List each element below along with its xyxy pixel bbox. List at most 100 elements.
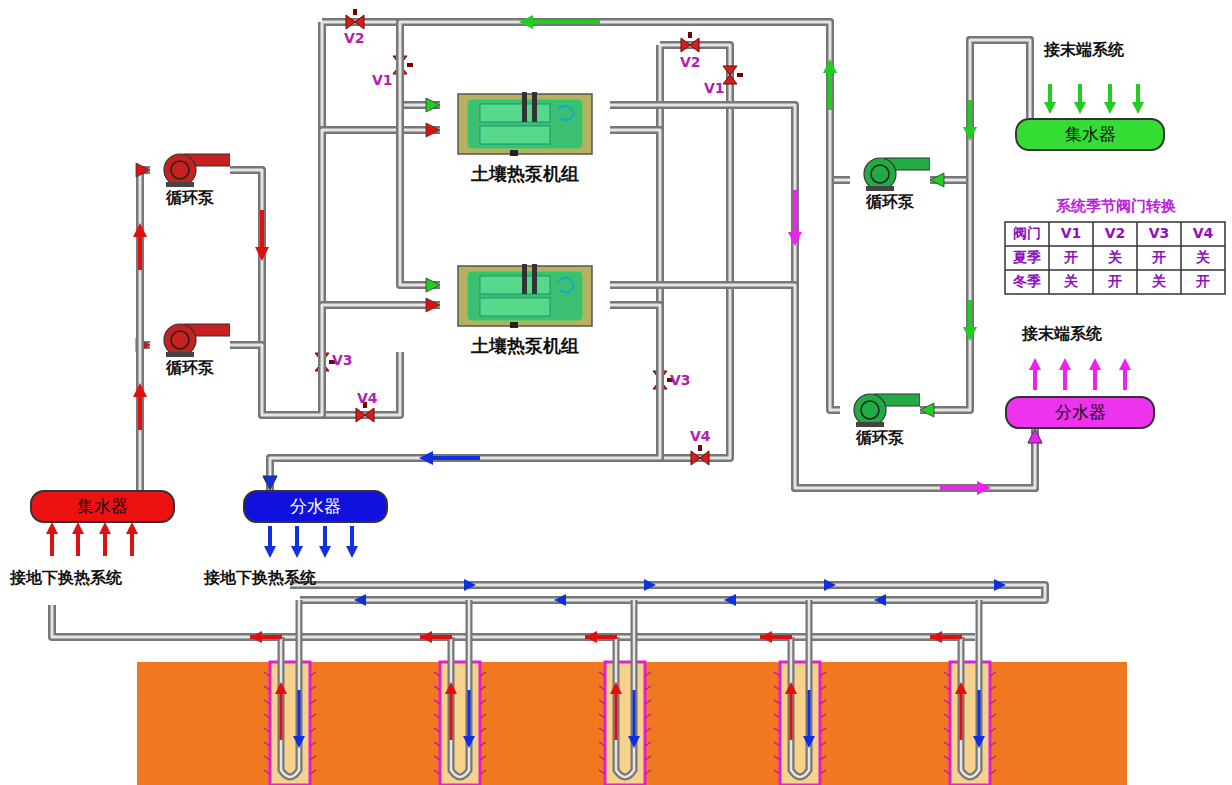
table-cell: 开 — [1064, 249, 1078, 267]
flow-arrow — [930, 631, 942, 643]
flow-line — [774, 700, 780, 704]
table-cell: 开 — [1196, 273, 1210, 291]
flow-line — [310, 700, 316, 704]
pump-symbol — [150, 148, 230, 188]
flow-arrow — [760, 631, 772, 643]
manifold-label: 集水器 — [1065, 123, 1116, 146]
flow-line — [774, 742, 780, 746]
flow-line — [480, 714, 486, 718]
flow-line — [978, 690, 981, 740]
pump-symbol — [850, 152, 930, 192]
terminal-label: 接末端系统 — [1022, 324, 1102, 345]
flow-line — [820, 756, 826, 760]
flow-line — [944, 770, 950, 774]
flow-line — [633, 690, 636, 740]
flow-line — [645, 756, 651, 760]
flow-line — [310, 672, 316, 676]
flow-arrow — [293, 736, 305, 748]
valve-label: V4 — [357, 390, 378, 406]
flow-line — [310, 686, 316, 690]
flow-line — [968, 100, 972, 130]
valve-label: V2 — [344, 30, 365, 46]
flow-line — [1078, 84, 1082, 104]
flow-line — [599, 742, 605, 746]
circulation-pump: 循环泵 — [150, 148, 230, 209]
flow-line — [944, 686, 950, 690]
pipe-connector — [263, 130, 660, 490]
flow-arrow — [291, 546, 303, 558]
flow-arrow — [72, 522, 84, 534]
flow-line — [990, 728, 996, 732]
flow-line — [1033, 368, 1037, 390]
ground-loop-label: 接地下换热系统 — [10, 568, 122, 589]
flow-arrow — [275, 682, 287, 694]
flow-line — [990, 742, 996, 746]
flow-line — [264, 770, 270, 774]
table-cell: V4 — [1193, 225, 1214, 241]
ground-loop-label: 接地下换热系统 — [204, 568, 316, 589]
valve-label: V3 — [332, 352, 353, 368]
table-cell: 夏季 — [1013, 249, 1041, 267]
flow-arrow — [823, 59, 837, 73]
flow-line — [774, 770, 780, 774]
flow-arrow — [250, 631, 262, 643]
flow-line — [944, 714, 950, 718]
pump-symbol — [840, 388, 920, 428]
flow-line — [480, 686, 486, 690]
manifold-label: 集水器 — [77, 495, 128, 518]
circulation-pump: 循环泵 — [840, 388, 920, 449]
flow-arrow — [788, 232, 802, 246]
flow-arrow — [610, 682, 622, 694]
flow-line — [264, 756, 270, 760]
flow-line — [820, 742, 826, 746]
flow-line — [990, 756, 996, 760]
flow-line — [480, 756, 486, 760]
flow-arrow — [519, 15, 533, 29]
flow-line — [599, 756, 605, 760]
table-cell: 关 — [1108, 249, 1122, 267]
flow-line — [790, 690, 793, 740]
flow-line — [434, 700, 440, 704]
flow-line — [820, 770, 826, 774]
flow-line — [468, 690, 471, 740]
pipe-connector — [930, 40, 1030, 187]
flow-line — [434, 742, 440, 746]
flow-arrow — [994, 579, 1006, 591]
table-cell: V3 — [1149, 225, 1170, 241]
flow-arrow — [354, 594, 366, 606]
flow-line — [1093, 368, 1097, 390]
flow-line — [990, 686, 996, 690]
flow-line — [599, 714, 605, 718]
flow-line — [480, 728, 486, 732]
flow-line — [944, 700, 950, 704]
flow-line — [310, 770, 316, 774]
flow-line — [480, 700, 486, 704]
flow-line — [645, 714, 651, 718]
flow-line — [645, 672, 651, 676]
flow-line — [310, 728, 316, 732]
flow-arrow — [785, 682, 797, 694]
static-pipes — [52, 22, 1045, 637]
flow-arrow — [554, 594, 566, 606]
heat-pump-unit: 土壤热泵机组 — [440, 88, 610, 186]
table-cell: V1 — [1061, 225, 1082, 241]
flow-line — [774, 728, 780, 732]
table-cell: 关 — [1064, 273, 1078, 291]
pump-label: 循环泵 — [856, 428, 904, 449]
flow-line — [480, 742, 486, 746]
valve-label: V2 — [680, 54, 701, 70]
flow-line — [990, 770, 996, 774]
flow-arrow — [1029, 358, 1041, 370]
flow-line — [430, 456, 480, 460]
pipe-connector — [400, 22, 840, 410]
water-collector: 集水器 — [1015, 118, 1165, 151]
flow-arrow — [1089, 358, 1101, 370]
flow-line — [774, 714, 780, 718]
pipe-connector — [610, 105, 1042, 488]
water-collector: 集水器 — [30, 490, 175, 523]
pump-label: 循环泵 — [866, 192, 914, 213]
flow-line — [944, 728, 950, 732]
flow-line — [1123, 368, 1127, 390]
flow-arrow — [644, 579, 656, 591]
flow-line — [434, 770, 440, 774]
